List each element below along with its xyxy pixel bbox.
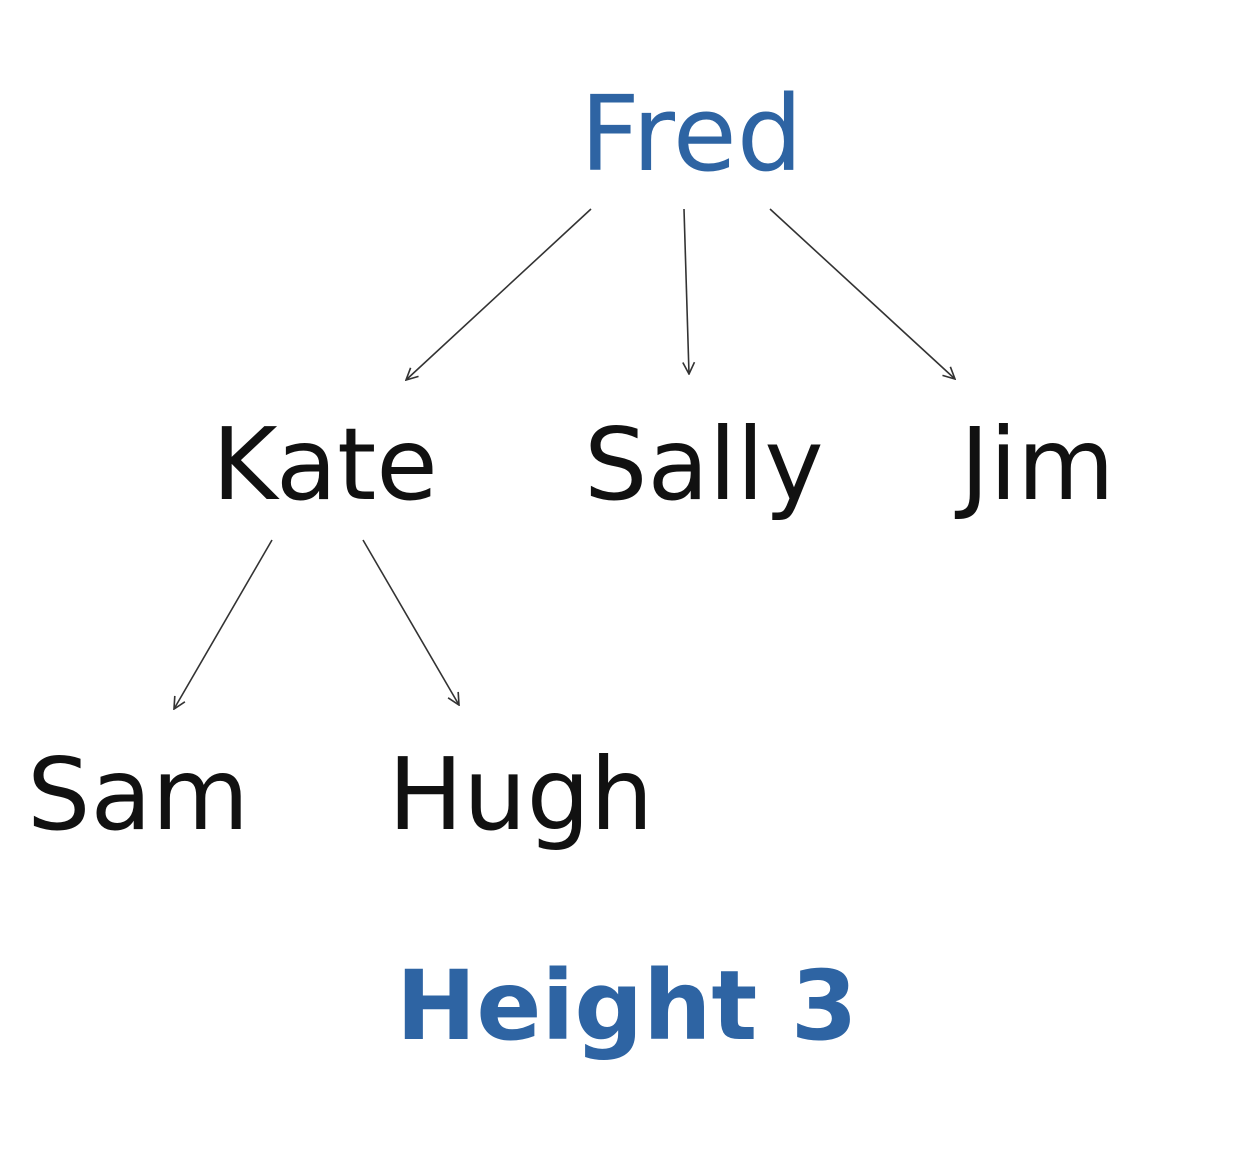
- edge-fred-jim: [769, 208, 955, 379]
- node-hugh: Hugh: [388, 736, 654, 853]
- edge-fred-sally: [684, 208, 689, 374]
- node-sam: Sam: [27, 736, 250, 853]
- edge-kate-sam: [174, 539, 273, 709]
- node-kate: Kate: [212, 406, 438, 523]
- node-fred: Fred: [580, 73, 803, 195]
- node-sally: Sally: [584, 406, 824, 523]
- node-jim: Jim: [960, 406, 1115, 523]
- edge-kate-hugh: [362, 539, 459, 705]
- height-caption: Height 3: [396, 950, 858, 1062]
- edge-fred-kate: [406, 208, 592, 380]
